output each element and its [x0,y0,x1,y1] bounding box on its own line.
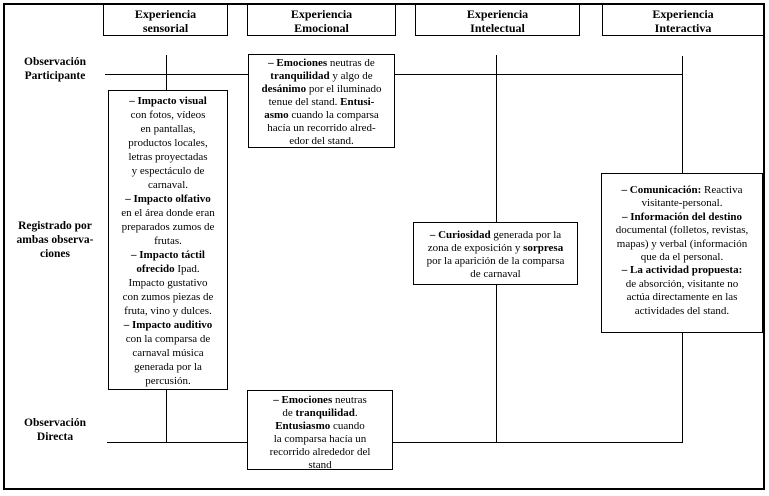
column-header-experiencia-emocional: Experiencia Emocional [247,4,396,36]
column-header-experiencia-interactiva: Experiencia Interactiva [602,4,764,36]
cell-emociones-observacion-participante: – Emociones neutras de tranquilidad y al… [248,54,395,148]
column-header-experiencia-sensorial: Experiencia sensorial [103,4,228,36]
cell-interactiva-comunicacion: – Comunicación: Reactiva visitante-perso… [601,173,763,333]
column-header-experiencia-intelectual: Experiencia Intelectual [415,4,580,36]
cell-impacto-sensorial: – Impacto visual con fotos, vídeos en pa… [108,90,228,390]
row-label-observacion-participante: Observación Participante [24,56,86,82]
cell-curiosidad-intelectual: – Curiosidad generada por la zona de exp… [413,222,578,285]
cell-emociones-observacion-directa: – Emociones neutras de tranquilidad. Ent… [247,390,393,471]
row-label-observacion-directa: Observación Directa [24,417,86,443]
connector-horizontal-observacion-directa [107,442,683,443]
row-label-registrado-por-ambas-observaciones: Registrado por ambas observa- ciones [16,220,94,260]
